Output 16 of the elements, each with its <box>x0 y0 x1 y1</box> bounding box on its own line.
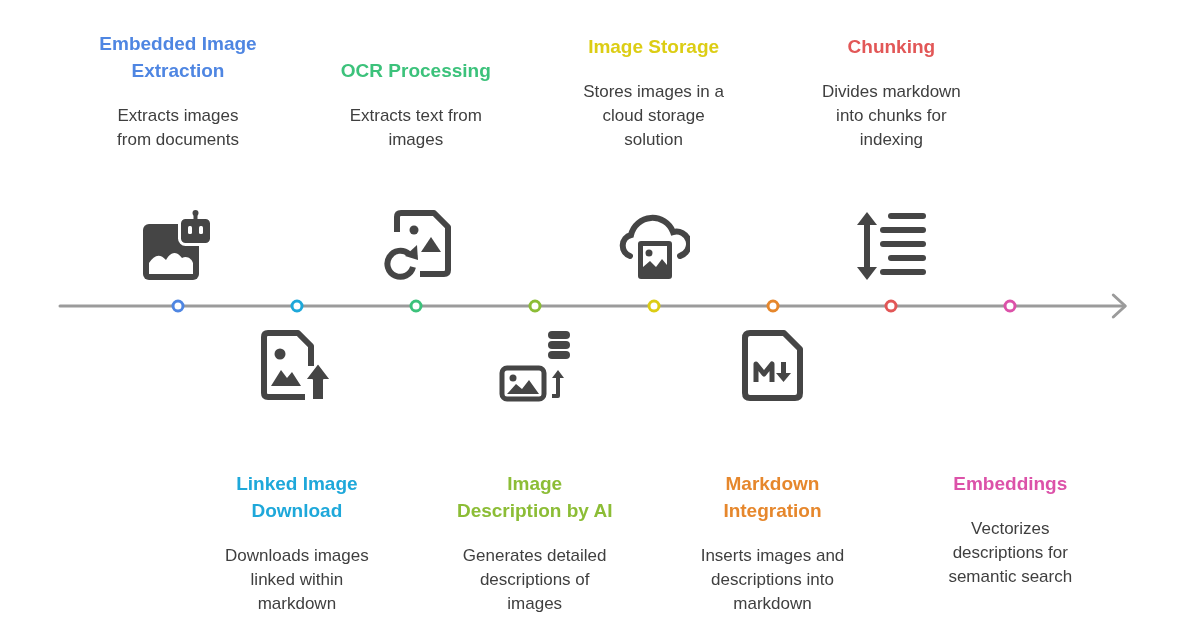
step-title: Linked Image Download <box>235 472 359 523</box>
step-title: OCR Processing <box>340 59 491 83</box>
step-title: Markdown Integration <box>722 472 823 523</box>
step-description: Extracts text from images <box>348 105 483 151</box>
step-description: Divides markdown into chunks for indexing <box>820 81 962 151</box>
step-description: Vectorizes descriptions for semantic search <box>947 518 1074 588</box>
step-description: Downloads images linked within markdown <box>224 545 370 615</box>
step-description: Inserts images and descriptions into markdown <box>699 545 846 615</box>
step-title: Image Storage <box>588 35 720 59</box>
step-description: Extracts images from documents <box>116 105 240 151</box>
step-title: Embedded Image Extraction <box>98 32 258 83</box>
step-title: Chunking <box>847 35 936 59</box>
step-title: Image Description by AI <box>455 472 614 523</box>
step-title: Embeddings <box>953 472 1068 496</box>
step-description: Generates detailed descriptions of images <box>461 545 608 615</box>
step-description: Stores images in a cloud storage solution <box>582 81 725 151</box>
